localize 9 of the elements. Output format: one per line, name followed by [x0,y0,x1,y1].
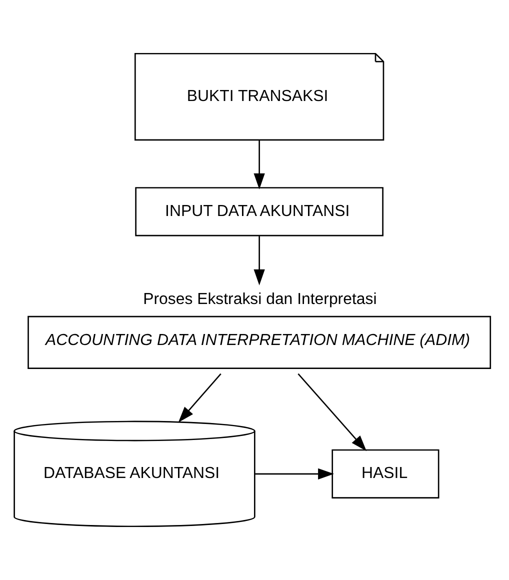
arrow [178,373,221,422]
node-box: HASIL [331,449,439,498]
arrow [254,468,334,480]
arrow [253,140,264,190]
node-label: Proses Ekstraksi dan Interpretasi [142,291,376,308]
arrow [297,373,366,452]
node-box: ACCOUNTING DATA INTERPRETATION MACHINE (ADIM) [27,316,491,370]
arrow [253,236,264,286]
node-box: INPUT DATA AKUNTANSI [134,187,383,236]
